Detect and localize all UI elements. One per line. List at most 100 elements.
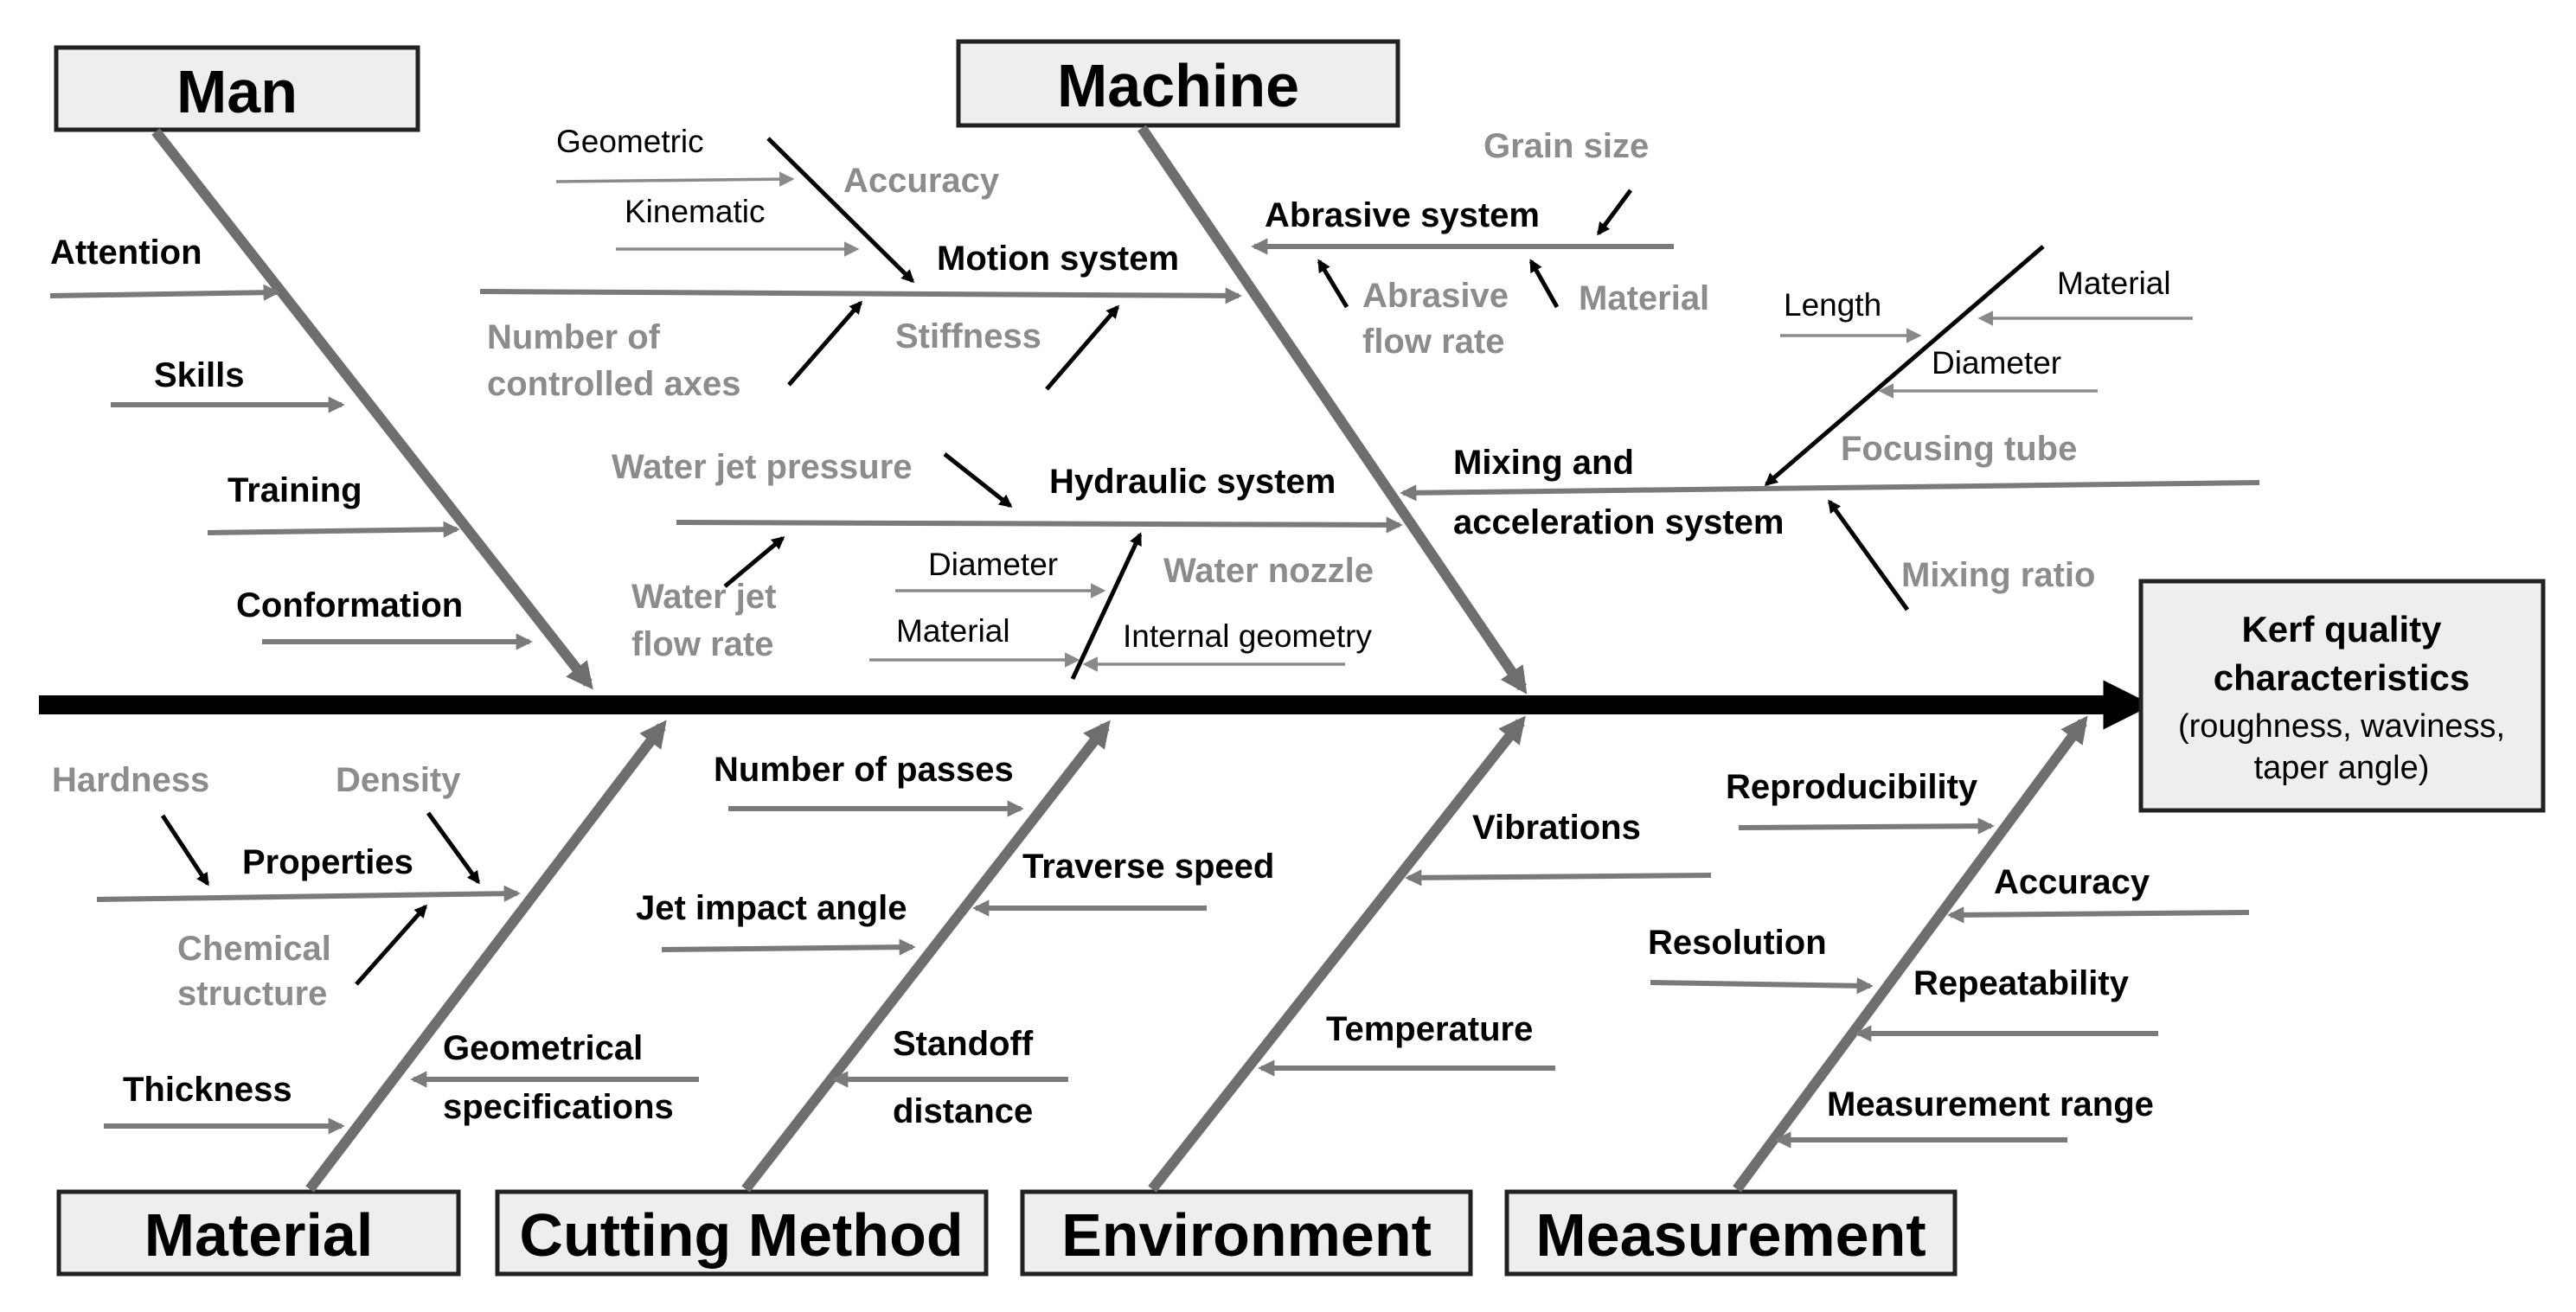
hydraulic-material-label: Material [896, 613, 1010, 649]
motion-stiffness-arrow [1045, 304, 1119, 391]
motion-axes-label-line2: controlled axes [487, 365, 740, 403]
material-hardness-label: Hardness [52, 761, 209, 799]
environment-bone [1148, 715, 1526, 1193]
measurement-resolution-arrow [1650, 977, 1874, 995]
cutting-method-bone [741, 720, 1111, 1193]
measurement-range-label: Measurement range [1827, 1085, 2154, 1123]
cutting-method-title: Cutting Method [519, 1201, 963, 1269]
measurement-title: Measurement [1535, 1201, 1926, 1269]
hydraulic-system-label: Hydraulic system [1049, 463, 1336, 501]
mixing-system-arrow [1400, 480, 2260, 502]
machine-title: Machine [1057, 52, 1299, 119]
mixing-material-label: Material [2057, 266, 2171, 301]
man-box [54, 45, 420, 132]
motion-geometric-label: Geometric [556, 124, 704, 159]
cutting-passes-label: Number of passes [714, 751, 1014, 789]
measurement-box [1504, 1189, 1958, 1277]
material-thickness-label: Thickness [123, 1071, 292, 1109]
material-chem-label-line1: Chemical [177, 930, 331, 968]
abrasive-flow-label-line1: Abrasive [1362, 277, 1509, 315]
man-skills-label: Skills [154, 356, 245, 394]
man-conformation-label: Conformation [236, 586, 463, 624]
material-geo-label-line2: specifications [443, 1088, 674, 1126]
machine-bone [1137, 125, 1528, 694]
material-density-arrow [426, 811, 481, 885]
measurement-reproducibility-arrow [1738, 817, 1995, 835]
abrasive-grain-size-label: Grain size [1483, 127, 1649, 165]
hydraulic-flow-label-line1: Water jet [631, 578, 776, 616]
abrasive-system-label: Abrasive system [1265, 196, 1540, 234]
hydraulic-pressure-label: Water jet pressure [612, 448, 913, 486]
abrasive-material-arrow [1528, 259, 1560, 309]
abrasive-material-label: Material [1579, 279, 1709, 317]
environment-temperature-label: Temperature [1326, 1010, 1533, 1048]
material-properties-label: Properties [242, 843, 413, 881]
hydraulic-nozzle-label: Water nozzle [1163, 552, 1374, 590]
mixing-length-label: Length [1784, 287, 1881, 323]
motion-system-label: Motion system [937, 240, 1179, 278]
effect-subtitle-line1: (roughness, waviness, [2178, 708, 2505, 745]
mixing-label-line2: acceleration system [1453, 503, 1784, 541]
measurement-repeatability-label: Repeatability [1913, 964, 2130, 1002]
motion-axes-arrow [787, 300, 862, 387]
motion-accuracy-arrow [766, 137, 915, 284]
mixing-label-line1: Mixing and [1453, 444, 1634, 482]
material-properties-arrow [96, 885, 521, 902]
material-title: Material [144, 1201, 374, 1269]
hydraulic-system-arrow [676, 516, 1403, 534]
measurement-reproducibility-label: Reproducibility [1726, 768, 1978, 806]
environment-box [1020, 1189, 1473, 1277]
material-density-label: Density [336, 761, 461, 799]
hydraulic-pressure-arrow [943, 452, 1013, 508]
environment-vibrations-label: Vibrations [1472, 809, 1641, 847]
effect-box: Kerf quality characteristics (roughness,… [2138, 579, 2546, 813]
man-attention-arrow [49, 284, 280, 301]
effect-title-line2: characteristics [2214, 657, 2470, 698]
abrasive-grain-size-arrow [1596, 189, 1633, 236]
material-chem-arrow [355, 904, 427, 986]
abrasive-flow-label-line2: flow rate [1362, 323, 1504, 361]
man-attention-label: Attention [50, 234, 202, 272]
hydraulic-diameter-label: Diameter [928, 547, 1058, 582]
effect-title-line1: Kerf quality [2241, 609, 2442, 650]
cutting-standoff-label-line2: distance [893, 1092, 1033, 1130]
motion-accuracy-label: Accuracy [843, 162, 1000, 200]
man-training-label: Training [227, 471, 362, 509]
hydraulic-internal-geometry-label: Internal geometry [1123, 618, 1372, 654]
motion-geometric-arrow [555, 171, 795, 187]
motion-kinematic-label: Kinematic [625, 194, 765, 229]
material-chem-label-line2: structure [177, 975, 327, 1013]
material-hardness-arrow [160, 814, 210, 886]
mixing-focusing-tube-label: Focusing tube [1841, 430, 2077, 468]
material-box [56, 1189, 461, 1277]
mixing-ratio-label: Mixing ratio [1901, 556, 2095, 594]
cutting-jet-angle-label: Jet impact angle [636, 889, 907, 927]
measurement-accuracy-arrow [1947, 906, 2250, 924]
cutting-standoff-label-line1: Standoff [893, 1025, 1034, 1063]
cutting-traverse-label: Traverse speed [1022, 848, 1274, 886]
hydraulic-nozzle-arrow [1070, 532, 1143, 681]
man-title: Man [176, 58, 298, 125]
mixing-focusing-tube-arrow [1764, 245, 2045, 486]
motion-system-arrow [479, 287, 1242, 304]
man-bone [151, 128, 593, 690]
motion-stiffness-label: Stiffness [895, 317, 1041, 355]
hydraulic-flow-arrow [723, 536, 785, 588]
mixing-diameter-label: Diameter [1932, 345, 2061, 381]
motion-axes-label-line1: Number of [487, 318, 661, 356]
effect-subtitle-line2: taper angle) [2254, 750, 2430, 786]
environment-vibrations-arrow [1405, 869, 1712, 886]
abrasive-flow-arrow [1317, 259, 1349, 309]
cutting-method-box [495, 1189, 989, 1277]
mixing-ratio-arrow [1827, 499, 1910, 611]
cutting-jet-angle-arrow [661, 938, 916, 956]
material-geo-label-line1: Geometrical [443, 1029, 643, 1067]
environment-title: Environment [1061, 1201, 1432, 1269]
machine-box [956, 39, 1400, 128]
man-training-arrow [207, 521, 460, 538]
measurement-accuracy-label: Accuracy [1994, 863, 2150, 901]
material-bone [305, 720, 667, 1193]
measurement-resolution-label: Resolution [1648, 924, 1827, 962]
hydraulic-flow-label-line2: flow rate [631, 625, 773, 663]
